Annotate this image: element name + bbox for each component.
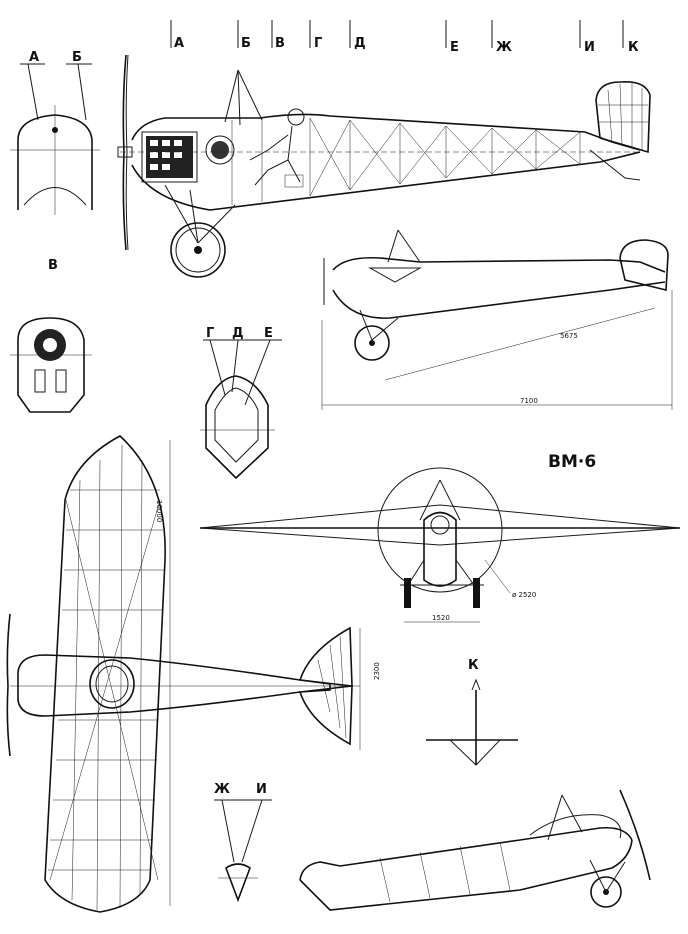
section-k: [426, 678, 518, 766]
plan-view: [6, 435, 361, 913]
dim-tail-span: 2300: [373, 662, 381, 680]
section-gde-label-e: Е: [264, 326, 273, 341]
section-label-zh: Ж: [496, 40, 512, 55]
section-zhi: [214, 799, 272, 903]
section-ab-label-b: Б: [72, 50, 82, 65]
perspective-view: [299, 789, 651, 911]
dim-wingspan: 10000: [155, 500, 163, 523]
section-gde: [200, 339, 282, 480]
section-label-k: К: [628, 40, 639, 55]
dim-fuselage-length: 5675: [560, 332, 578, 340]
section-label-b: Б: [241, 36, 251, 51]
section-k-label: К: [468, 658, 479, 673]
section-label-a: А: [174, 36, 185, 51]
dim-prop-diameter: ø 2520: [512, 591, 537, 599]
section-label-e: Е: [450, 40, 459, 55]
section-gde-label-g: Г: [206, 326, 215, 341]
aircraft-title: BM·6: [548, 452, 597, 472]
section-v-label: В: [48, 258, 58, 273]
section-v-engine: [10, 317, 92, 413]
dim-overall-length: 7100: [520, 397, 538, 405]
section-zhi-label-zh: Ж: [214, 782, 230, 797]
dim-track: 1520: [432, 614, 450, 622]
section-gde-label-d: Д: [232, 326, 244, 341]
section-ab-label-a: А: [29, 50, 40, 65]
section-label-v: В: [275, 36, 285, 51]
side-view-cutaway: [117, 20, 651, 278]
section-ab-cowl: [10, 63, 100, 215]
front-view: [199, 467, 681, 623]
section-zhi-label-i: И: [256, 782, 267, 797]
section-label-g: Г: [314, 36, 323, 51]
section-label-i: И: [584, 40, 595, 55]
section-label-d: Д: [354, 36, 366, 51]
side-view-dimensioned: [321, 229, 673, 410]
